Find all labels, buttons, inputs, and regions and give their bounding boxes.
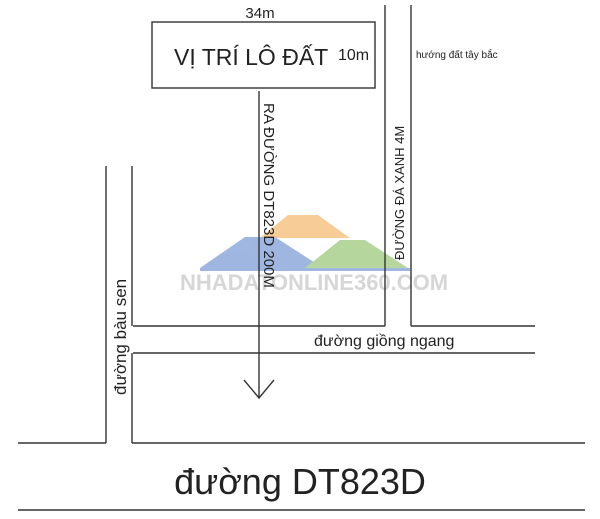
plot-width-label: 34m <box>245 5 274 22</box>
da-xanh-road-label: ĐƯỜNG ĐÁ XANH 4M <box>392 126 407 260</box>
bau-sen-road-label: đường bàu sen <box>111 279 130 395</box>
orientation-label: hướng đất tây bắc <box>416 48 498 61</box>
route-label: RA ĐƯỜNG DT823D 200M <box>260 103 277 288</box>
plot-depth-label: 10m <box>338 47 369 64</box>
plot-label: VỊ TRÍ LÔ ĐẤT <box>174 43 328 70</box>
giong-ngang-road-label: đường giồng ngang <box>314 333 454 350</box>
watermark-logo: NHADATONLINE360.COM <box>180 215 448 295</box>
arrow-down-icon <box>243 379 275 400</box>
watermark-text: NHADATONLINE360.COM <box>180 270 448 295</box>
main-road-label: đường DT823D <box>174 461 426 502</box>
plot-box <box>151 21 376 89</box>
